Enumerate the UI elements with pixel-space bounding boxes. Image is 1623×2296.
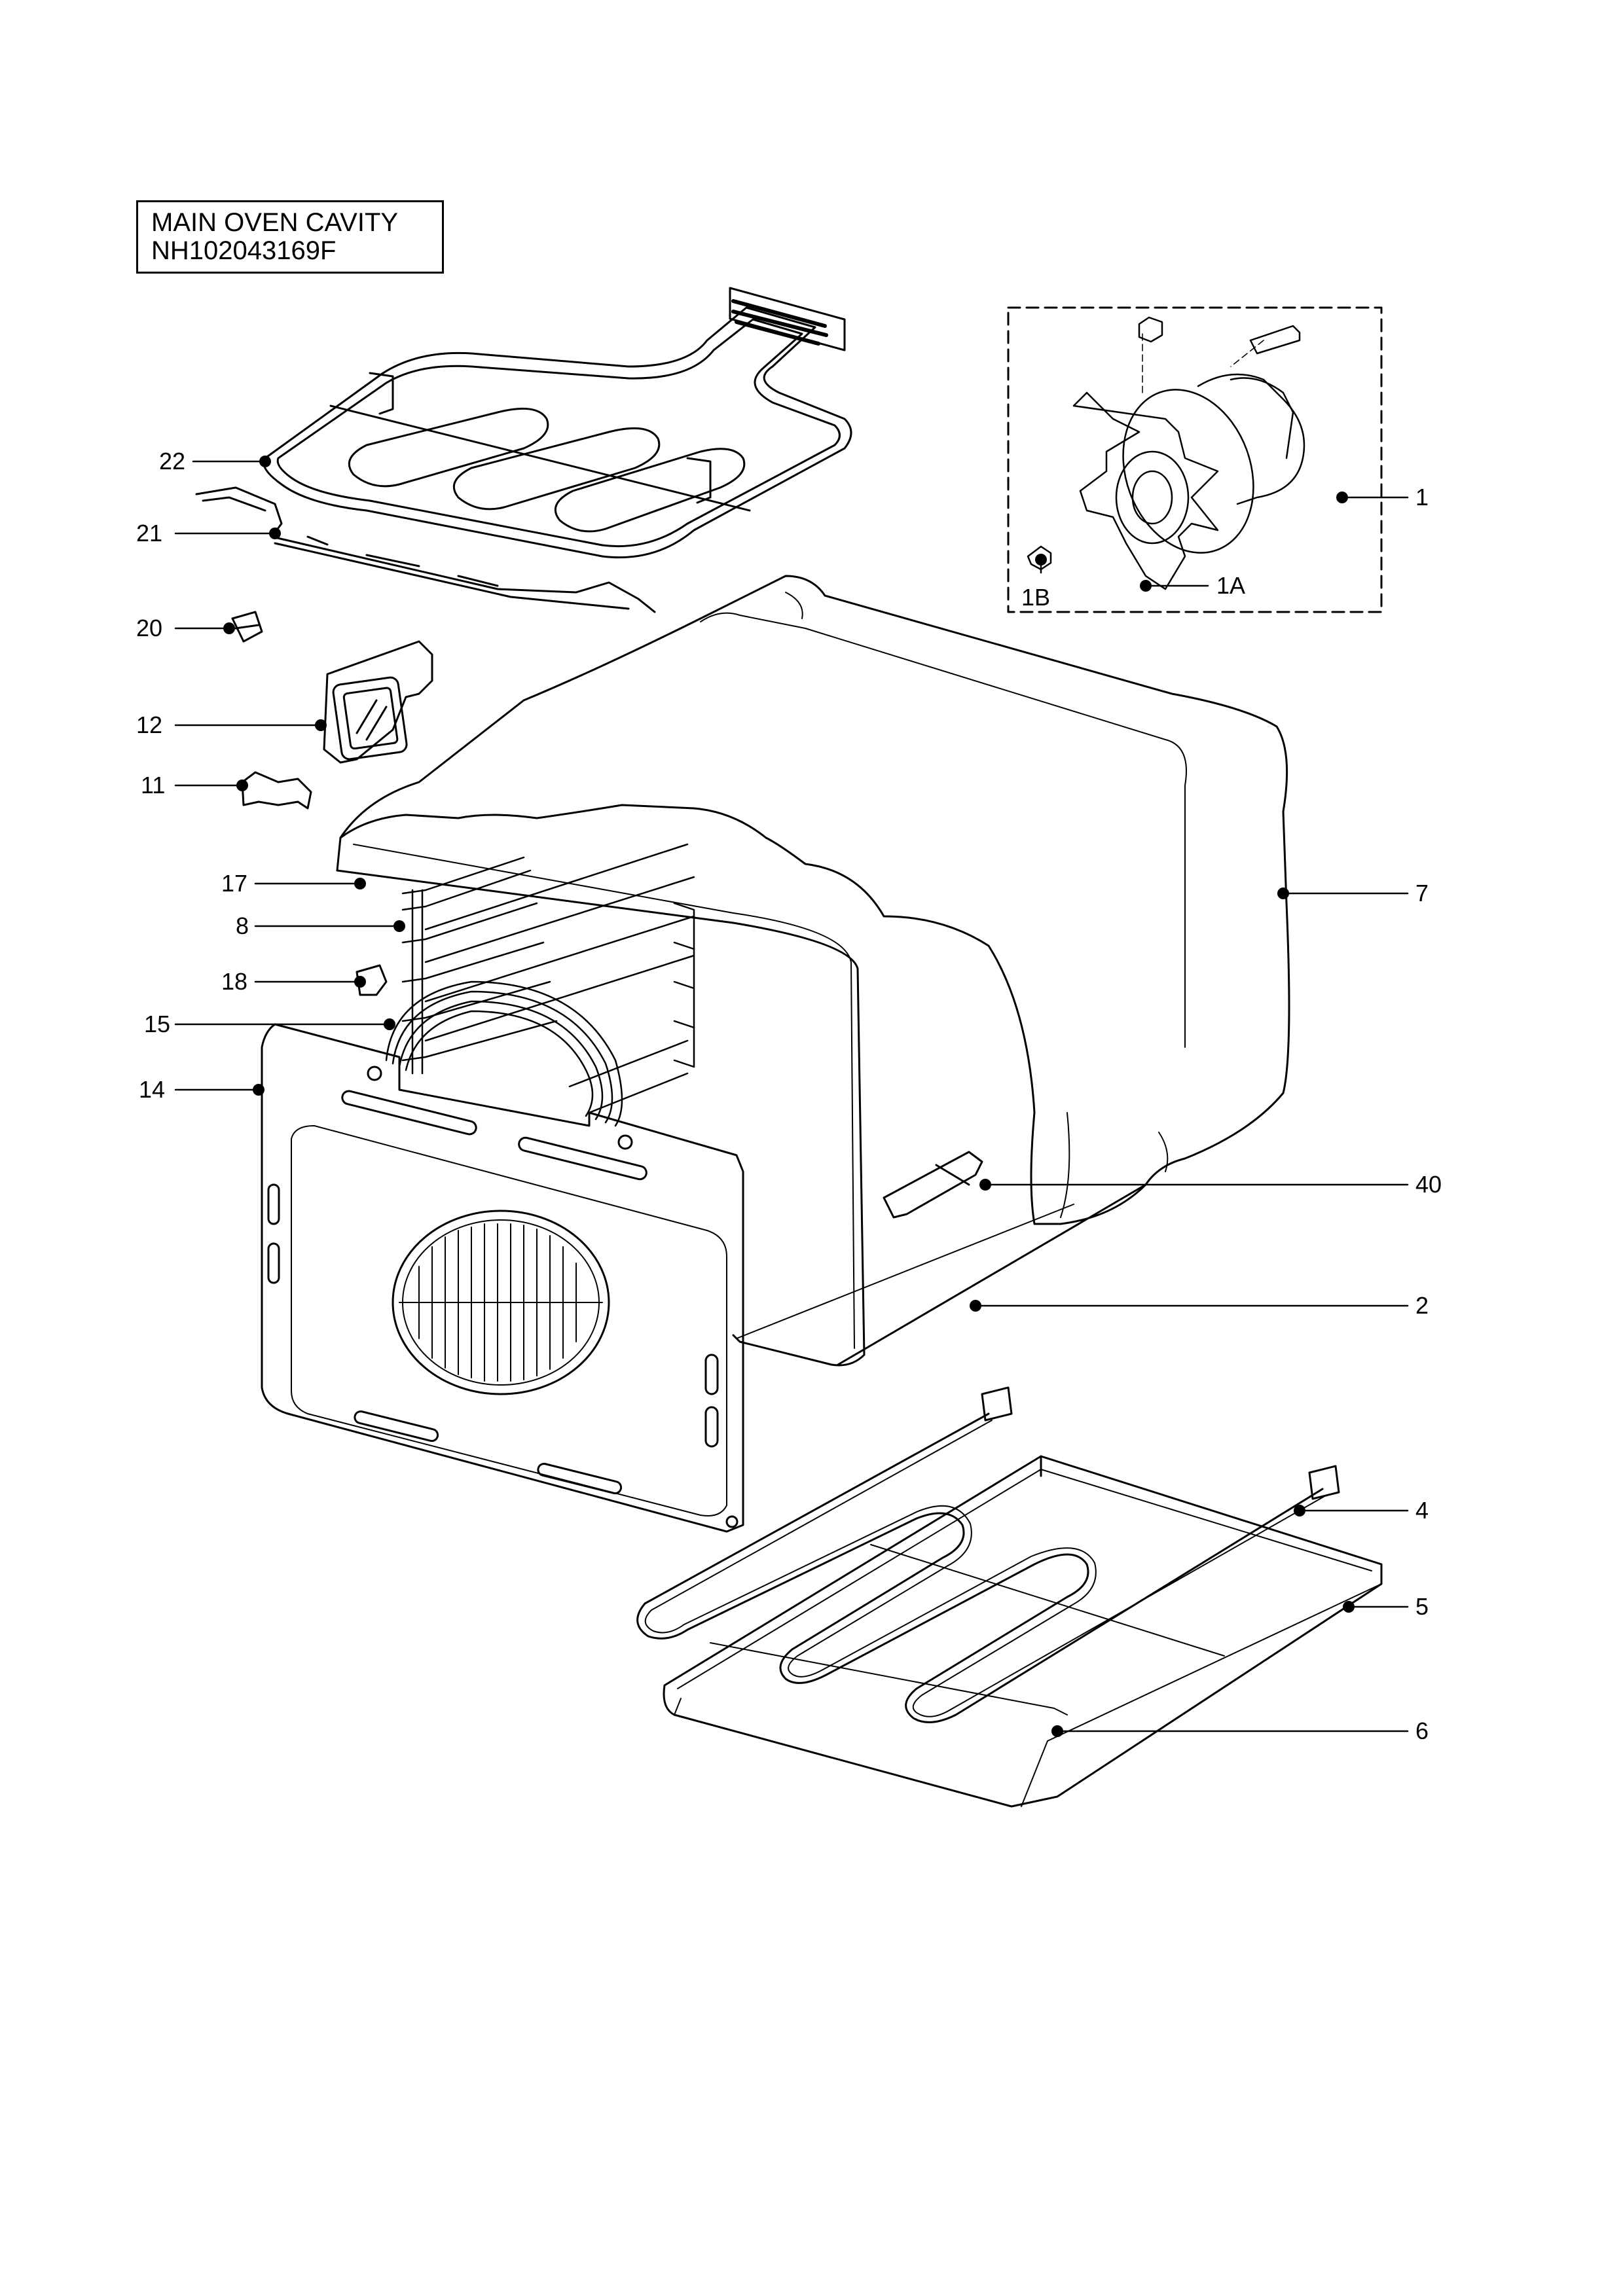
callout-1B: 1B	[1021, 584, 1050, 611]
lamp-housing	[323, 640, 433, 764]
callout-17: 17	[221, 870, 247, 897]
callout-1A: 1A	[1216, 572, 1245, 599]
leader-dots	[223, 456, 1355, 1737]
fan-assembly	[1027, 316, 1305, 590]
callout-15: 15	[144, 1011, 170, 1037]
callout-4: 4	[1415, 1497, 1429, 1524]
leader-lines	[174, 460, 1409, 1732]
callout-21: 21	[136, 520, 162, 547]
bracket-11	[241, 771, 312, 810]
diagram-title: MAIN OVEN CAVITY	[151, 208, 399, 237]
fan-assembly-box	[1007, 306, 1383, 613]
callout-18: 18	[221, 968, 247, 995]
bottom-element	[636, 1386, 1340, 1723]
callout-12: 12	[136, 711, 162, 738]
callout-1: 1	[1415, 484, 1429, 511]
part-number: NH102043169F	[151, 236, 337, 265]
callout-22: 22	[159, 448, 185, 475]
bracket-40	[883, 1151, 983, 1219]
insulation-wrap	[339, 575, 1290, 1225]
callout-7: 7	[1415, 880, 1429, 906]
bottom-tray	[663, 1455, 1383, 1808]
callout-6: 6	[1415, 1717, 1429, 1744]
callout-40: 40	[1415, 1171, 1442, 1198]
callout-14: 14	[139, 1076, 165, 1103]
oven-cavity	[336, 836, 1147, 1367]
callout-5: 5	[1415, 1593, 1429, 1620]
callout-2: 2	[1415, 1292, 1429, 1319]
grill-element	[263, 287, 852, 559]
callout-8: 8	[236, 912, 249, 939]
rear-panel	[261, 1023, 744, 1533]
clip-20	[231, 611, 263, 643]
door-seal	[385, 980, 623, 1127]
callout-20: 20	[136, 615, 162, 641]
callout-11: 11	[141, 772, 165, 798]
callout-labels: 22 21 20 12 11 17 8 18 15 14 1 1A 1B 7 4…	[136, 448, 1442, 1744]
clip-18	[356, 964, 388, 996]
grill-bracket	[195, 486, 656, 613]
diagram-title-box: MAIN OVEN CAVITY NH102043169F	[136, 200, 444, 274]
